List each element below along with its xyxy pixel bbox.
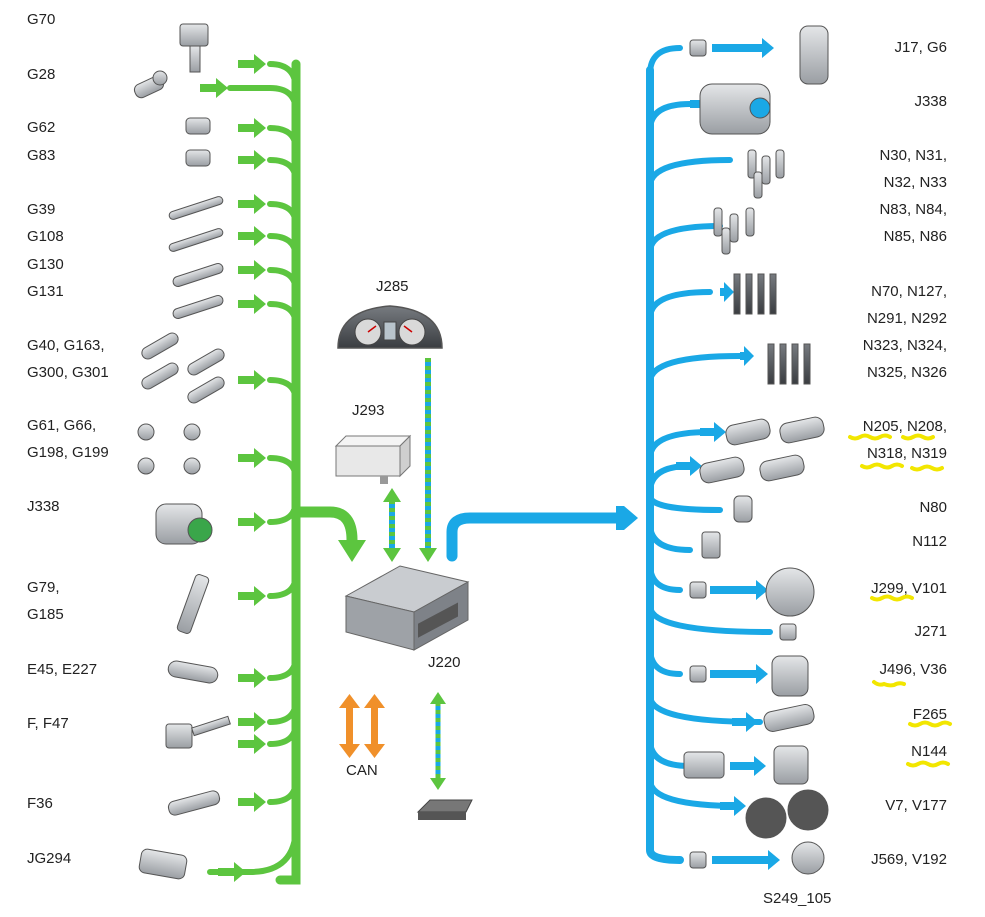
label-g79-line2: G185 bbox=[27, 606, 64, 623]
label-n83-line2: N85, N86 bbox=[883, 228, 947, 245]
j285-to-ecu-link bbox=[419, 358, 437, 562]
engine-control-unit bbox=[344, 565, 470, 651]
v192-pump-icon bbox=[791, 841, 825, 875]
j496-relay-icon bbox=[689, 665, 707, 683]
label-g28: G28 bbox=[27, 66, 56, 83]
label-g108: G108 bbox=[27, 228, 64, 245]
cam-sensor-icon bbox=[138, 848, 188, 880]
j569-relay-icon bbox=[689, 851, 707, 869]
label-n83-line1: N83, N84, bbox=[879, 201, 947, 218]
label-j299: J299, V101 bbox=[871, 580, 947, 597]
label-can: CAN bbox=[346, 762, 378, 779]
label-j293: J293 bbox=[352, 402, 385, 419]
hall-sensor-icon bbox=[141, 332, 225, 404]
secondary-air-relay-icon bbox=[689, 581, 707, 599]
injectors-1-icon bbox=[747, 149, 785, 199]
label-g62: G62 bbox=[27, 119, 56, 136]
label-g70: G70 bbox=[27, 11, 56, 28]
secondary-air-pump-icon bbox=[765, 567, 815, 617]
label-g40-line1: G40, G163, bbox=[27, 337, 105, 354]
brake-switch-icon bbox=[167, 660, 219, 684]
label-e45: E45, E227 bbox=[27, 661, 98, 678]
instrument-cluster bbox=[337, 305, 443, 349]
coolant-pump-icon bbox=[771, 655, 809, 697]
clutch-switch-icon bbox=[165, 715, 231, 749]
label-j285: J285 bbox=[376, 278, 409, 295]
j293-ecu-link bbox=[383, 488, 401, 562]
injectors-2-icon bbox=[713, 207, 755, 255]
label-n80: N80 bbox=[919, 499, 947, 516]
ignition-coils-1-icon bbox=[733, 273, 777, 315]
label-n112: N112 bbox=[912, 533, 947, 550]
label-j338-right: J338 bbox=[914, 93, 947, 110]
label-n70-line1: N70, N127, bbox=[871, 283, 947, 300]
label-j17: J17, G6 bbox=[894, 39, 947, 56]
radiator-fans-icon bbox=[745, 789, 829, 839]
label-g40-line2: G300, G301 bbox=[27, 364, 109, 381]
n144-valve-icon bbox=[683, 751, 725, 779]
label-g79-line1: G79, bbox=[27, 579, 60, 596]
label-v7: V7, V177 bbox=[885, 797, 947, 814]
sensor-icons bbox=[133, 23, 231, 880]
label-n30-line2: N32, N33 bbox=[883, 174, 947, 191]
throttle-body-icon bbox=[155, 503, 213, 545]
throttle-icon bbox=[699, 83, 771, 135]
label-g83: G83 bbox=[27, 147, 56, 164]
fuel-pump-relay-icon bbox=[689, 39, 707, 57]
label-n205-line1: N205, N208, bbox=[862, 418, 947, 435]
label-jg294: JG294 bbox=[27, 850, 72, 867]
label-j271: J271 bbox=[914, 623, 947, 640]
label-j338-left: J338 bbox=[27, 498, 60, 515]
label-f36: F36 bbox=[27, 795, 53, 812]
actuator-icons bbox=[683, 25, 829, 875]
fuel-pump-icon bbox=[799, 25, 829, 85]
temp-sensor-g83-icon bbox=[185, 149, 211, 167]
label-n323-line1: N323, N324, bbox=[862, 337, 947, 354]
air-mass-meter-icon bbox=[179, 23, 209, 73]
input-signal-bus bbox=[207, 59, 358, 885]
label-n205-line2: N318, N319 bbox=[866, 445, 947, 462]
reservoir-icon bbox=[773, 745, 809, 785]
label-j496: J496, V36 bbox=[879, 661, 947, 678]
label-n70-line2: N291, N292 bbox=[866, 310, 947, 327]
label-f: F, F47 bbox=[27, 715, 69, 732]
solenoid-valves-icon bbox=[699, 416, 825, 484]
input-arrows bbox=[200, 54, 366, 882]
label-g39: G39 bbox=[27, 201, 56, 218]
label-j569: J569, V192 bbox=[871, 851, 947, 868]
label-n144: N144 bbox=[911, 743, 947, 760]
thermostat-icon bbox=[763, 704, 815, 732]
brake-servo-switch-icon bbox=[167, 790, 221, 816]
label-j220: J220 bbox=[428, 654, 461, 671]
carbon-canister-valve-icon bbox=[733, 495, 753, 523]
label-g131: G131 bbox=[27, 283, 64, 300]
label-g130: G130 bbox=[27, 256, 64, 273]
temp-sensor-g62-icon bbox=[185, 117, 211, 135]
label-n323-line2: N325, N326 bbox=[866, 364, 947, 381]
figure-id: S249_105 bbox=[763, 890, 832, 907]
accelerator-pedal-icon bbox=[176, 574, 210, 634]
label-g61-line1: G61, G66, bbox=[27, 417, 97, 434]
label-g61-line2: G198, G199 bbox=[27, 444, 109, 461]
diagnosis-connector bbox=[416, 799, 473, 820]
output-signal-bus bbox=[446, 45, 773, 864]
ignition-coils-2-icon bbox=[767, 343, 811, 385]
j271-relay-icon bbox=[779, 623, 797, 641]
lambda-probe-icon bbox=[168, 196, 224, 319]
label-f265: F265 bbox=[912, 706, 947, 723]
can-bus-arrows bbox=[339, 694, 385, 758]
intake-flap-valve-icon bbox=[701, 531, 721, 559]
speed-sensor-icon bbox=[133, 70, 168, 99]
diagnosis-link bbox=[430, 692, 446, 790]
knock-sensor-icon bbox=[137, 423, 201, 475]
label-n30-line1: N30, N31, bbox=[879, 147, 947, 164]
relay-module bbox=[334, 434, 412, 484]
